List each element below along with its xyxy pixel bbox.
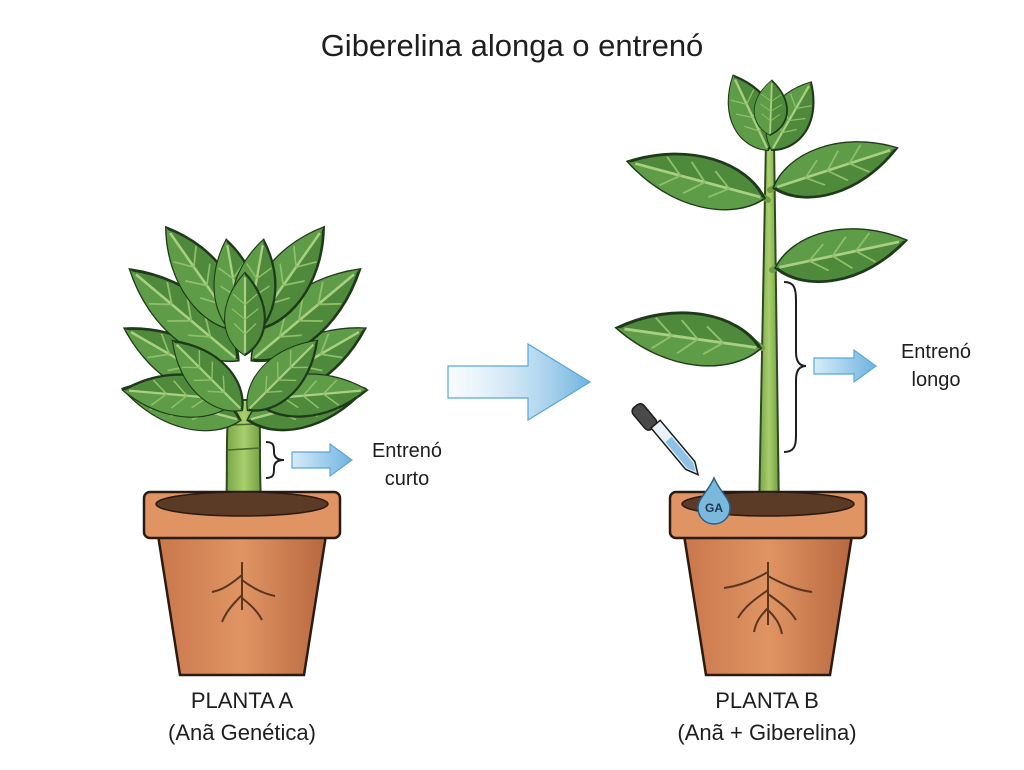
long-internode-label-line2: longo bbox=[911, 369, 961, 391]
short-internode-label-line1: Entrenó bbox=[371, 440, 443, 462]
plant-a-name: PLANTA A bbox=[190, 688, 294, 713]
long-internode-label-line1: Entrenó bbox=[900, 341, 972, 363]
plant-b: GA bbox=[611, 65, 913, 677]
plant-a bbox=[112, 213, 378, 677]
plant-b-name: PLANTA B bbox=[715, 688, 819, 713]
plant-b-pot bbox=[668, 490, 868, 677]
plant-a-pot bbox=[142, 490, 342, 677]
short-internode-label-line2: curto bbox=[384, 468, 430, 490]
plant-b-roots bbox=[723, 562, 813, 635]
diagram-title: Giberelina alonga o entrenó bbox=[320, 28, 704, 63]
dropper-icon bbox=[631, 403, 700, 476]
plant-a-condition: (Anã Genética) bbox=[168, 720, 316, 745]
plant-b-internode-arrow bbox=[813, 348, 878, 384]
plant-a-roots bbox=[211, 562, 276, 623]
short-internode-label: Entrenó curto bbox=[352, 437, 462, 493]
ga-drop-icon bbox=[697, 476, 731, 525]
plant-b-caption: PLANTA B (Anã + Giberelina) bbox=[617, 685, 917, 749]
plant-a-caption: PLANTA A (Anã Genética) bbox=[92, 685, 392, 749]
ga-drop-label: GA bbox=[705, 501, 723, 515]
plant-a-internode-bracket bbox=[265, 441, 285, 479]
long-internode-label: Entrenó longo bbox=[876, 338, 996, 394]
plant-b-condition: (Anã + Giberelina) bbox=[677, 720, 857, 745]
plant-b-internode-bracket bbox=[783, 281, 807, 453]
transition-arrow bbox=[447, 342, 592, 422]
plant-a-internode-arrow bbox=[291, 442, 354, 478]
